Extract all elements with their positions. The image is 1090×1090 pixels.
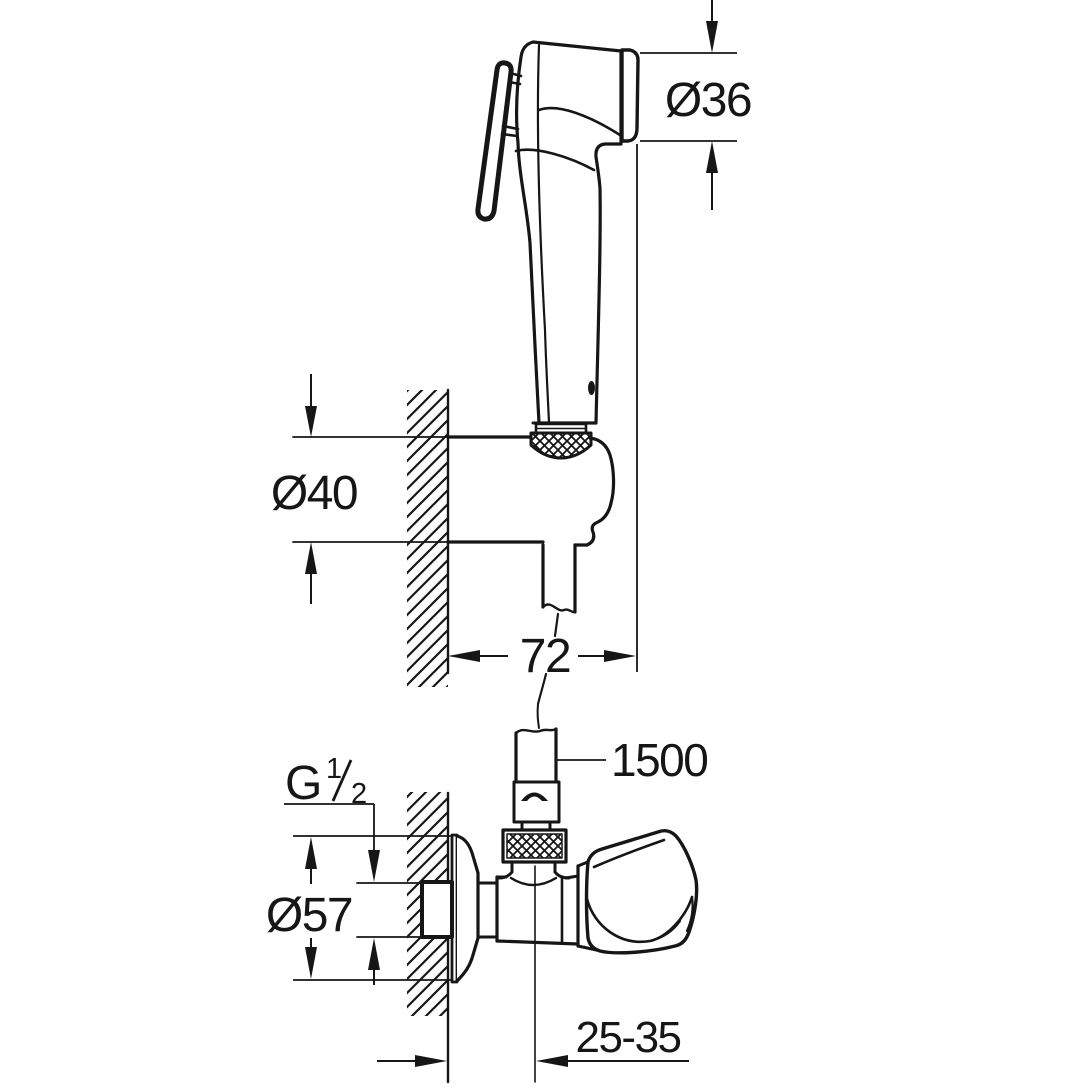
handle-edge-highlight xyxy=(536,43,551,425)
holder-profile xyxy=(573,436,616,547)
arrowhead xyxy=(706,21,718,53)
hose-break-edge-lower xyxy=(514,727,558,735)
valve-handle-knob xyxy=(584,828,699,955)
inlet-boss-flares xyxy=(497,870,571,880)
shower-handle-body xyxy=(514,40,623,425)
hand-shower-view xyxy=(292,40,640,729)
dim-holder-diameter-label: Ø40 xyxy=(271,467,357,520)
head-neck-contour-2 xyxy=(514,148,596,172)
hose-upper xyxy=(541,543,577,614)
arrowhead xyxy=(706,141,718,173)
arrowhead xyxy=(305,947,317,979)
dim-hose-length: 1500 xyxy=(557,734,709,786)
dim-wall-to-face-label: 72 xyxy=(520,630,570,683)
wall-nipple xyxy=(420,880,454,939)
flange-bell xyxy=(455,834,480,983)
hose-continuation-dashes xyxy=(536,612,560,706)
arrowhead xyxy=(448,650,480,662)
dim-thread-denominator: 2 xyxy=(351,778,366,810)
hose-break-edge-upper xyxy=(541,603,577,614)
connector-brand-mark xyxy=(521,792,548,801)
flange-neck xyxy=(476,881,499,939)
arrowhead xyxy=(368,850,380,882)
arrowhead xyxy=(415,1055,447,1067)
lever-pivot-links xyxy=(500,71,523,138)
dim-wall-outlet-range-label: 25-35 xyxy=(575,1013,680,1062)
ext-lines-holder-diameter xyxy=(292,436,448,543)
valve-nut-knurling xyxy=(506,833,563,859)
arrowhead xyxy=(305,837,317,869)
knob-top-facet-line xyxy=(592,838,666,869)
ext-lines-thread xyxy=(356,882,422,938)
hose-connector xyxy=(512,780,561,824)
dim-flange-diameter-label: Ø57 xyxy=(266,889,352,942)
hose-lower xyxy=(514,727,558,784)
arrowhead xyxy=(536,1055,568,1067)
dimensions: Ø36 Ø40 72 1500 G 1 2 xyxy=(266,0,753,1067)
trigger-lever xyxy=(475,60,514,222)
dim-thread: G 1 2 xyxy=(284,753,380,985)
handle-knurled-nut xyxy=(529,431,593,460)
dim-flange-diameter: Ø57 xyxy=(266,835,452,981)
dim-holder-diameter: Ø40 xyxy=(271,374,359,604)
arrowhead xyxy=(305,542,317,574)
dim-head-diameter-label: Ø36 xyxy=(665,74,751,127)
dim-wall-outlet-range: 25-35 xyxy=(377,1013,689,1067)
inlet-boss-sides xyxy=(510,860,557,874)
arrowhead xyxy=(305,406,317,437)
dim-thread-numerator: 1 xyxy=(326,753,341,785)
valve-body-bottom-edge xyxy=(495,939,580,946)
dim-thread-letter: G xyxy=(285,757,321,810)
head-neck-contour-1 xyxy=(537,106,622,137)
wall-hatching-upper xyxy=(407,390,448,687)
hose-continuation-line xyxy=(536,703,540,729)
thread-fraction-slash xyxy=(331,759,353,802)
handle-brand-mark xyxy=(588,381,595,395)
dim-head-diameter: Ø36 xyxy=(636,0,753,672)
inlet-boss-fillet xyxy=(509,876,558,887)
angle-valve-view xyxy=(356,727,699,1084)
dim-hose-length-label: 1500 xyxy=(611,734,707,786)
spray-face-cap xyxy=(620,48,640,143)
arrowhead xyxy=(604,650,636,662)
arrowhead xyxy=(368,938,380,970)
dim-wall-to-face: 72 xyxy=(448,630,636,683)
knob-lower-facet-lines xyxy=(648,895,694,943)
